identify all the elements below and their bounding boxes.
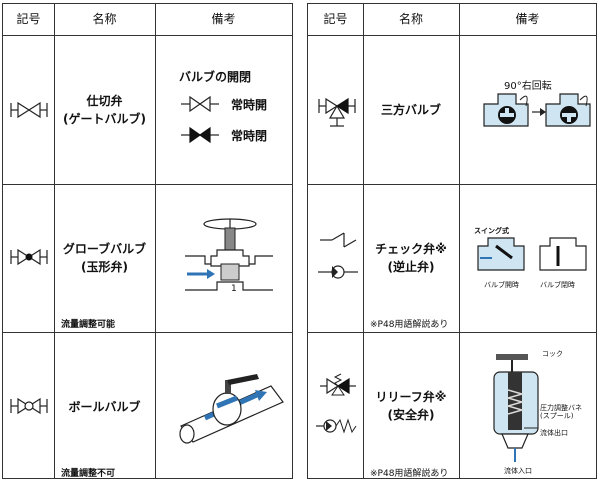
header-remarks: 備考 [211, 12, 236, 26]
relief-valve-name: リリーフ弁※ (安全弁) [375, 390, 447, 422]
relief-valve-alt-symbol-icon [316, 418, 357, 434]
relief-valve-note: ※P48用語解説あり [370, 469, 449, 479]
header-divider [3, 35, 292, 36]
globe-diagram-number: 1 [231, 284, 237, 294]
header-name: 名称 [92, 12, 117, 26]
rotation-label: 90°右回転 [504, 81, 552, 92]
globe-valve-note: 流量調整可能 [61, 320, 116, 330]
valve-open-caption: バルブ開時 [484, 281, 519, 289]
check-valve-symbol-icon [320, 232, 357, 248]
relief-valve-symbol-icon [320, 373, 356, 396]
cap-label: コック [542, 350, 563, 358]
valve-open-close-title: バルブの開閉 [179, 70, 252, 84]
check-valve-note: ※P48用語解説あり [370, 320, 449, 330]
check-valve-diagram [477, 237, 587, 271]
header-remarks: 備考 [515, 12, 540, 26]
spring-label: 圧力調整バネ (スプール) [540, 404, 582, 420]
column-divider [363, 4, 364, 478]
ball-valve-name: ボールバルブ [68, 400, 141, 414]
column-divider [459, 4, 460, 478]
header-symbol: 記号 [16, 12, 41, 26]
row-divider [308, 332, 596, 333]
header-symbol: 記号 [323, 12, 348, 26]
header-divider [308, 35, 596, 36]
ball-valve-symbol-icon [10, 397, 48, 415]
ball-valve-diagram [179, 374, 284, 444]
normally-closed-icon [181, 126, 219, 144]
relief-valve-diagram [493, 354, 539, 462]
row-divider [3, 184, 292, 185]
valve-table-left: 記号 名称 備考 仕切弁 (ゲートバルブ) バルブの開閉 常時開 常時閉 グロー… [2, 3, 293, 479]
three-way-valve-name: 三方バルブ [380, 103, 441, 117]
check-valve-name: チェック弁※ (逆止弁) [375, 242, 447, 274]
globe-valve-name: グローブバルブ (玉形弁) [62, 242, 147, 274]
check-valve-alt-symbol-icon [318, 265, 358, 279]
globe-valve-diagram [185, 218, 273, 291]
normally-open-label: 常時開 [231, 98, 268, 112]
normally-closed-label: 常時閉 [231, 129, 268, 143]
inlet-label: 流体入口 [504, 467, 532, 475]
gate-valve-symbol-icon [10, 101, 48, 119]
ball-valve-note: 流量調整不可 [61, 469, 116, 479]
outlet-label: 流体出口 [540, 429, 568, 437]
row-divider [3, 332, 292, 333]
valve-closed-caption: バルブ閉時 [540, 281, 575, 289]
row-divider [308, 184, 596, 185]
column-divider [155, 4, 156, 478]
header-name: 名称 [398, 12, 423, 26]
swing-type-label: スイング式 [474, 227, 509, 235]
normally-open-icon [181, 95, 219, 113]
column-divider [54, 4, 55, 478]
gate-valve-name: 仕切弁 (ゲートバルブ) [63, 94, 146, 126]
globe-valve-symbol-icon [10, 248, 48, 266]
valve-table-right: 記号 名称 備考 三方バルブ 90°右回転 チ [307, 3, 597, 479]
three-way-valve-symbol-icon [318, 97, 356, 127]
three-way-valve-diagram [483, 93, 591, 127]
